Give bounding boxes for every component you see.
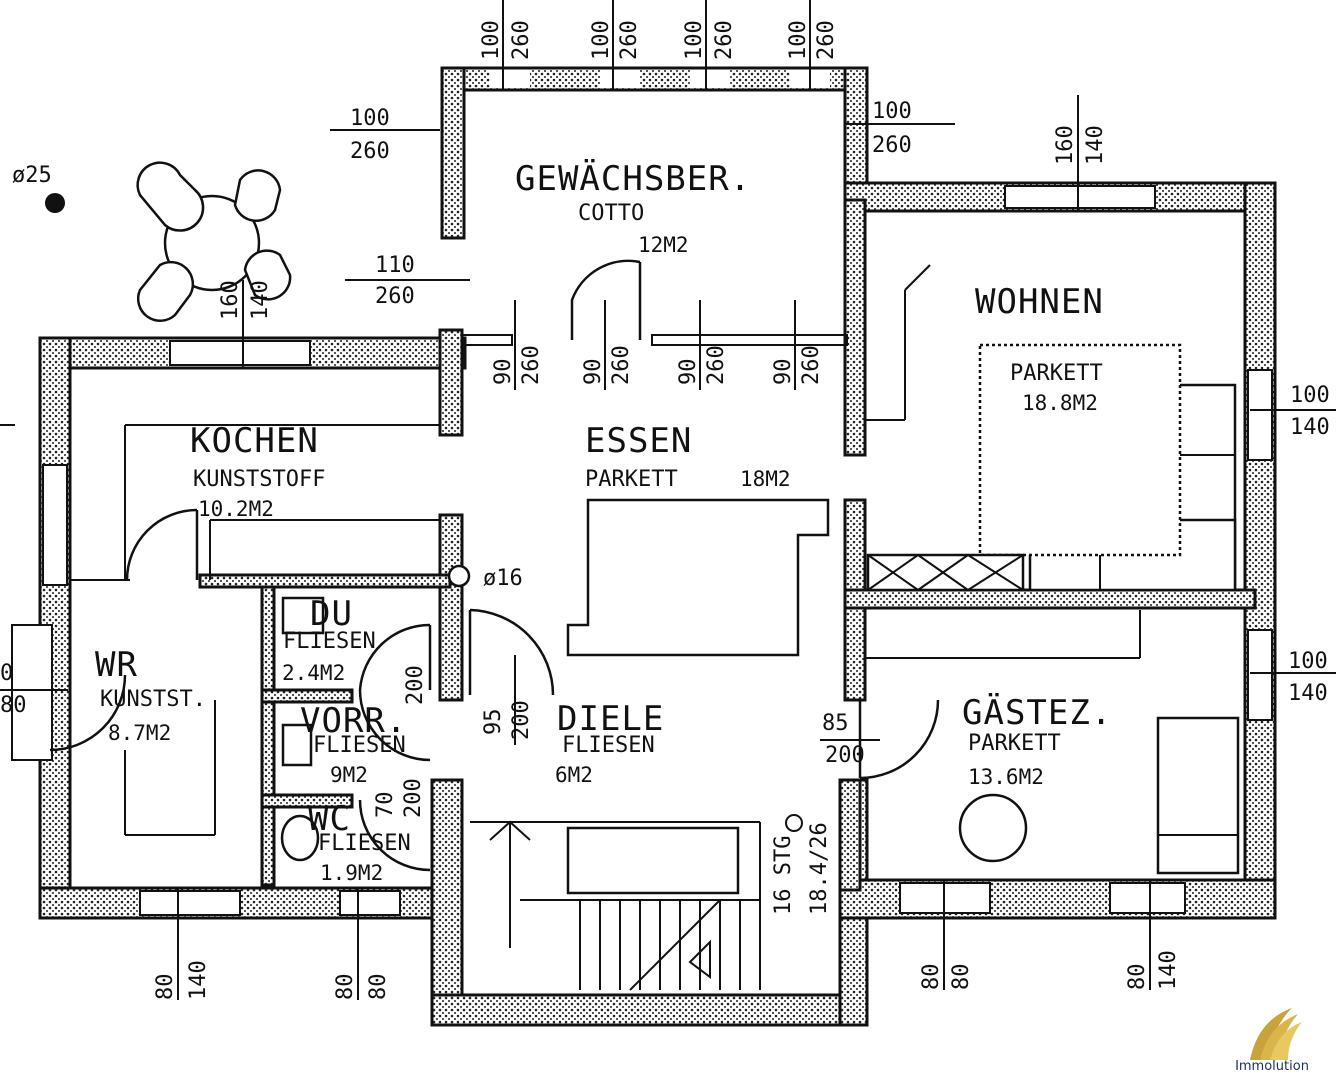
dim-right-1a: 100 <box>1290 383 1330 408</box>
room-wohnen-floor: PARKETT <box>1010 361 1103 386</box>
room-diele-floor: FLIESEN <box>562 733 655 758</box>
dim-gaeste-door-a: 85 <box>822 711 849 736</box>
exterior-walls <box>38 66 1277 1027</box>
room-essen-area: 18M2 <box>740 467 791 491</box>
room-diele-name: DIELE <box>557 699 664 739</box>
room-gaestez-area: 13.6M2 <box>968 765 1044 789</box>
dim-gaeste-door-b: 200 <box>825 743 865 768</box>
dim-left-a: 0 <box>0 661 13 686</box>
doors <box>49 259 940 872</box>
chimney-diameter: ø16 <box>483 566 523 591</box>
room-wr-floor: KUNSTST. <box>100 687 206 712</box>
dim-top-2b: 260 <box>617 20 642 60</box>
dim-kitchen-top-b: 260 <box>375 284 415 309</box>
dim-vorr-door-b: 200 <box>401 778 426 818</box>
room-wr-name: WR <box>95 645 138 685</box>
room-vorr-floor: FLIESEN <box>313 733 406 758</box>
room-kochen-floor: KUNSTSTOFF <box>193 467 325 492</box>
dim-inner-3b: 260 <box>704 345 729 385</box>
dim-inner-2a: 90 <box>581 359 606 386</box>
dim-bottom-1a: 80 <box>153 974 178 1001</box>
dim-diele-door-b: 200 <box>509 700 534 740</box>
dim-wohnen-top-b: 140 <box>1083 125 1108 165</box>
dim-right-2a: 100 <box>1288 649 1328 674</box>
room-kochen-name: KOCHEN <box>190 421 319 461</box>
room-du-name: DU <box>310 594 353 634</box>
windows <box>11 70 1273 916</box>
dim-diele-door-a: 95 <box>481 709 506 736</box>
dim-right-1b: 140 <box>1290 415 1330 440</box>
dim-top-4a: 100 <box>786 20 811 60</box>
dim-gw-left-bottom: 260 <box>350 139 390 164</box>
furniture <box>45 161 1240 991</box>
tree-diameter: ø25 <box>12 163 52 188</box>
dim-inner-3a: 90 <box>676 359 701 386</box>
room-wr-area: 8.7M2 <box>108 721 171 745</box>
room-essen-name: ESSEN <box>585 421 692 461</box>
dimension-labels: 100 260 100 260 100 260 100 260 100 260 … <box>0 20 1330 1000</box>
dim-bottom-4b: 140 <box>1156 950 1181 990</box>
room-gaestez-floor: PARKETT <box>968 731 1061 756</box>
room-labels: GEWÄCHSBER. COTTO 12M2 WOHNEN PARKETT 18… <box>95 159 1112 885</box>
room-vorr-name: VORR. <box>300 701 407 741</box>
dimension-lines <box>0 0 1336 1000</box>
room-essen-floor: PARKETT <box>585 467 678 492</box>
dim-gw-right-bottom: 260 <box>872 133 912 158</box>
dim-top-1b: 260 <box>509 20 534 60</box>
dim-bottom-3b: 80 <box>949 964 974 991</box>
dim-kitchen-window-b: 140 <box>248 280 273 320</box>
dim-bottom-2a: 80 <box>333 974 358 1001</box>
dim-left-b: 80 <box>0 693 27 718</box>
room-gaestez-name: GÄSTEZ. <box>962 693 1112 733</box>
room-gewaechsber-floor: COTTO <box>578 201 644 226</box>
dim-inner-2b: 260 <box>609 345 634 385</box>
room-wohnen-name: WOHNEN <box>975 282 1104 322</box>
dim-gw-right-top: 100 <box>872 99 912 124</box>
room-vorr-area: 9M2 <box>330 763 368 787</box>
stairs-steps: 16 STG <box>771 836 796 915</box>
dim-kitchen-window-a: 160 <box>218 280 243 320</box>
room-wc-area: 1.9M2 <box>320 861 383 885</box>
dim-top-2a: 100 <box>589 20 614 60</box>
dim-top-1a: 100 <box>479 20 504 60</box>
room-wc-name: WC <box>308 799 351 839</box>
dim-bottom-3a: 80 <box>919 964 944 991</box>
dim-gw-left-top: 100 <box>350 106 390 131</box>
interior-walls <box>70 198 1257 892</box>
dim-bottom-1b: 140 <box>186 960 211 1000</box>
dim-kitchen-top-a: 110 <box>375 253 415 278</box>
room-du-floor: FLIESEN <box>283 629 376 654</box>
room-kochen-area: 10.2M2 <box>198 497 274 521</box>
dim-du-door: 200 <box>403 665 428 705</box>
room-diele-area: 6M2 <box>555 763 593 787</box>
room-du-area: 2.4M2 <box>282 661 345 685</box>
dim-right-2b: 140 <box>1288 681 1328 706</box>
room-wohnen-area: 18.8M2 <box>1022 391 1098 415</box>
dim-wohnen-top-a: 160 <box>1053 125 1078 165</box>
immolution-logo-mark <box>1250 1008 1302 1060</box>
room-gewaechsber-name: GEWÄCHSBER. <box>515 159 751 199</box>
dim-inner-4a: 90 <box>771 359 796 386</box>
logo-text: Immolution <box>1235 1059 1309 1074</box>
dim-top-4b: 260 <box>814 20 839 60</box>
dim-top-3b: 260 <box>712 20 737 60</box>
dim-vorr-door-a: 70 <box>373 792 398 819</box>
stairs-ratio: 18.4/26 <box>807 822 832 915</box>
room-gewaechsber-area: 12M2 <box>638 233 689 257</box>
dim-bottom-2b: 80 <box>366 974 391 1001</box>
dim-inner-4b: 260 <box>799 345 824 385</box>
dim-inner-1b: 260 <box>519 345 544 385</box>
dim-inner-1a: 90 <box>491 359 516 386</box>
dim-bottom-4a: 80 <box>1125 964 1150 991</box>
symbol-labels: ø25 ø16 16 STG 18.4/26 <box>12 163 832 915</box>
dim-top-3a: 100 <box>682 20 707 60</box>
room-wc-floor: FLIESEN <box>318 831 411 856</box>
